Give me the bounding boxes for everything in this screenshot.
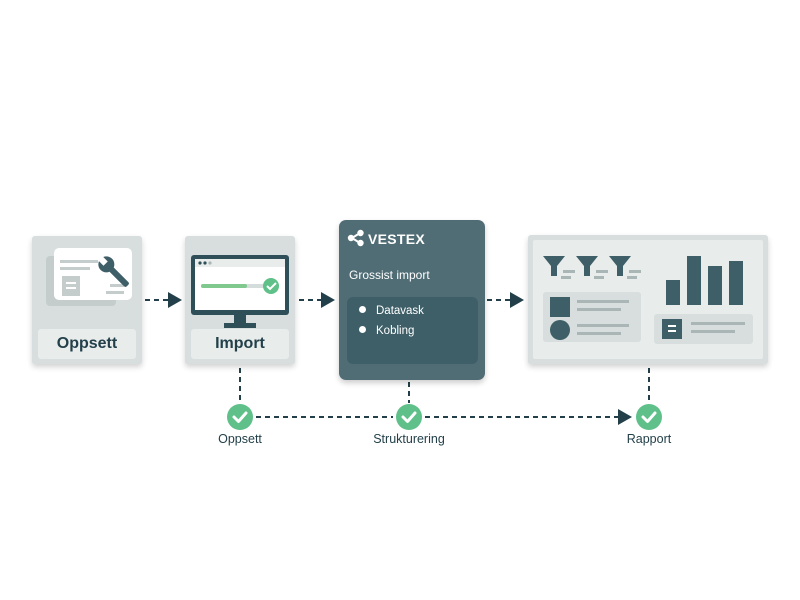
- setup-card: Oppsett: [32, 236, 142, 364]
- monitor-progress-icon: [191, 255, 289, 329]
- list-item: Datavask: [359, 305, 424, 317]
- share-nodes-icon: [347, 229, 365, 247]
- report-card: [528, 235, 768, 364]
- import-label: Import: [191, 329, 289, 359]
- vestex-card: VESTEX Grossist import Datavask Kobling: [339, 220, 485, 380]
- vestex-subtitle: Grossist import: [349, 268, 430, 282]
- vestex-items: Datavask Kobling: [347, 297, 478, 364]
- check-circle-icon: [227, 404, 253, 430]
- setup-label: Oppsett: [38, 329, 136, 359]
- item-label: Datavask: [376, 305, 424, 317]
- brand-name: VESTEX: [368, 231, 426, 247]
- check-circle-icon: [636, 404, 662, 430]
- dashboard-filter-chart-icon: [533, 240, 763, 359]
- milestone-label: Oppsett: [218, 432, 262, 446]
- milestone-label: Strukturering: [373, 432, 445, 446]
- list-item: Kobling: [359, 325, 414, 337]
- milestone-label: Rapport: [626, 432, 672, 446]
- item-label: Kobling: [376, 325, 415, 337]
- import-card: Import: [185, 236, 295, 364]
- wrench-document-icon: [46, 246, 134, 310]
- check-circle-icon: [396, 404, 422, 430]
